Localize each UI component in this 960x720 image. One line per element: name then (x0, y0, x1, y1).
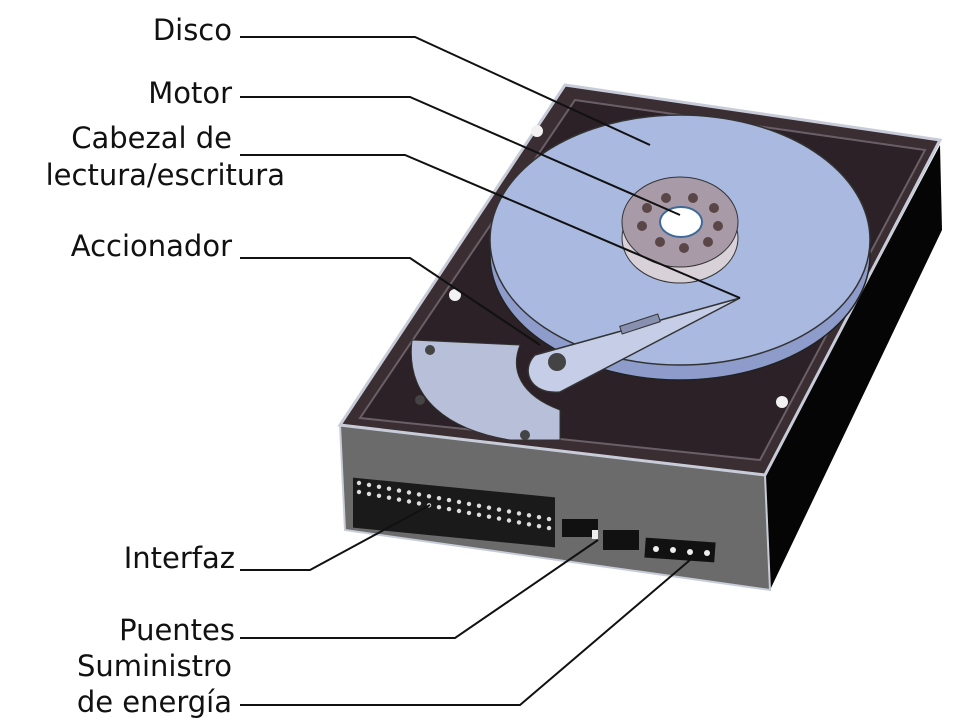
interface-pin (446, 497, 452, 503)
label-suministro-1: Suministro (77, 649, 232, 683)
interface-pin (386, 486, 392, 491)
interface-pin (526, 513, 532, 518)
jumper-cap (592, 530, 598, 539)
interface-pin (376, 484, 382, 489)
interface-pin (526, 522, 532, 527)
interface-pin (426, 494, 432, 499)
interface-pin (436, 505, 442, 510)
interface-pin (546, 516, 552, 522)
label-puentes: Puentes (119, 613, 235, 647)
label-accionador: Accionador (71, 229, 232, 263)
interface-pin (476, 503, 482, 508)
interface-pin (406, 499, 412, 504)
interface-pin (406, 490, 412, 495)
actuator-arm (527, 297, 741, 393)
interface-connector (353, 477, 555, 548)
interface-pin (546, 525, 552, 531)
label-cabezal-1: Cabezal de (71, 121, 232, 155)
interface-pin (446, 506, 452, 512)
interface-pin (356, 480, 362, 486)
interface-pin (396, 497, 402, 502)
label-interfaz: Interfaz (124, 541, 235, 575)
interface-pin (366, 491, 372, 497)
interface-pin (466, 501, 472, 507)
interface-pin (416, 492, 422, 497)
interface-pin (466, 510, 472, 516)
arm-pivot (548, 353, 566, 371)
interface-pin (396, 488, 402, 493)
interface-pin (456, 499, 462, 505)
label-disco: Disco (153, 13, 232, 47)
interface-pin (496, 516, 502, 521)
label-cabezal-2: lectura/escritura (46, 158, 285, 192)
interface-pin (536, 524, 542, 529)
interface-pin (506, 509, 512, 514)
actuator-magnet-plate (410, 339, 561, 441)
power-connector (644, 537, 716, 563)
interface-pin (476, 512, 482, 517)
drive-side-face (765, 145, 942, 590)
interface-pin (416, 501, 422, 506)
jumper-block (562, 519, 598, 537)
interface-pins (356, 480, 552, 531)
interface-pin (386, 495, 392, 500)
interface-pin (376, 493, 382, 498)
leader-lines (240, 36, 741, 706)
label-suministro-2: de energía (77, 685, 232, 719)
interface-pin (366, 482, 372, 488)
motor-center (659, 206, 703, 238)
motor-screws (637, 193, 723, 253)
jumper-blank (603, 530, 639, 550)
interface-pin (486, 514, 492, 519)
interface-pin (496, 507, 502, 512)
interface-pin (516, 511, 522, 516)
label-motor: Motor (148, 76, 232, 110)
interface-pin (436, 496, 442, 501)
interface-pin (516, 520, 522, 525)
interface-pin (356, 489, 362, 495)
interface-pin (506, 518, 512, 523)
interface-pin (536, 515, 542, 520)
interface-pin (456, 508, 462, 514)
interface-pin (486, 505, 492, 510)
